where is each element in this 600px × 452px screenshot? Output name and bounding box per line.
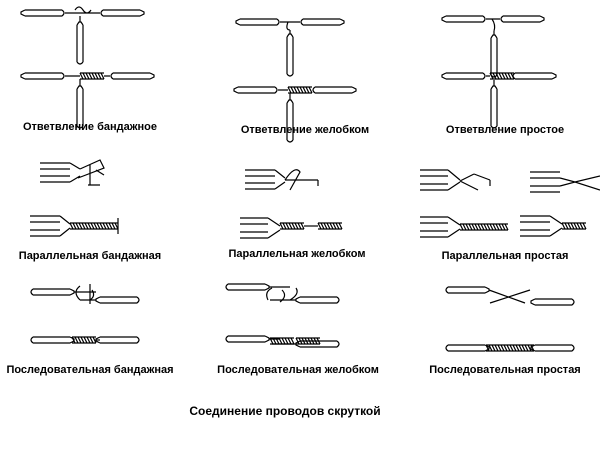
- label-parallel-simple: Параллельная простая: [441, 250, 569, 262]
- serial-bandage-drawing: [30, 284, 140, 344]
- label-branch-groove: Ответвление желобком: [240, 124, 370, 136]
- label-branch-bandage: Ответвление бандажное: [22, 121, 158, 133]
- serial-groove-drawing: [225, 283, 340, 348]
- branch-bandage-drawing: [20, 6, 155, 129]
- parallel-bandage-drawing: [30, 159, 119, 237]
- label-serial-groove: Последовательная желобком: [217, 364, 379, 376]
- label-serial-bandage: Последовательная бандажная: [6, 364, 174, 376]
- branch-groove-drawing: [233, 18, 357, 143]
- label-serial-simple: Последовательная простая: [429, 364, 581, 376]
- branch-simple-drawing: [441, 15, 557, 129]
- parallel-simple-drawing: [420, 169, 600, 238]
- label-branch-simple: Ответвление простое: [445, 124, 565, 136]
- figure-caption: Соединение проводов скруткой: [189, 404, 381, 418]
- serial-simple-drawing: [445, 286, 575, 352]
- label-parallel-groove: Параллельная желобком: [228, 248, 366, 260]
- label-parallel-bandage: Параллельная бандажная: [18, 250, 162, 262]
- parallel-groove-drawing: [240, 169, 343, 239]
